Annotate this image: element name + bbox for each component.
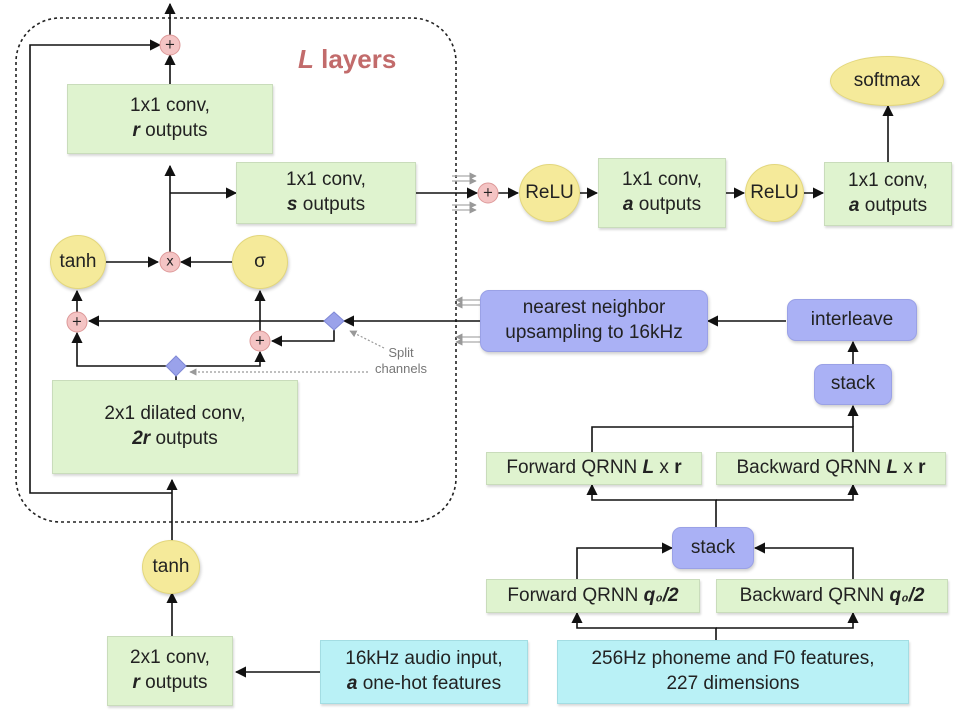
residual-conv-var: r	[132, 120, 140, 141]
backward-qrnn-top-r: r	[918, 457, 926, 479]
forward-qrnn-bottom-q: q₀/2	[643, 584, 679, 606]
forward-qrnn-top-L: L	[642, 457, 655, 479]
output-conv-1-var: a	[622, 194, 634, 215]
op-plus-right: +	[249, 330, 271, 352]
layers-title: L layers	[298, 44, 396, 75]
op-plus-output: +	[477, 182, 499, 204]
svg-text:+: +	[483, 186, 494, 201]
dilated-conv-box: 2x1 dilated conv, 2r outputs	[52, 380, 298, 474]
gate-tanh-label: tanh	[59, 250, 97, 272]
stack-bottom-label: stack	[690, 536, 736, 558]
interleave-box: interleave	[787, 299, 917, 341]
output-conv-2-suffix: outputs	[859, 195, 928, 216]
op-times: x	[159, 251, 181, 273]
gate-tanh-node: tanh	[50, 235, 106, 289]
upsampling-box: nearest neighbor upsampling to 16kHz	[480, 290, 708, 352]
svg-text:x: x	[166, 255, 174, 270]
other-layers-arrows	[452, 172, 480, 346]
output-conv-1-box: 1x1 conv, a outputs	[598, 158, 726, 228]
features-line2: 227 dimensions	[666, 673, 800, 694]
backward-qrnn-bottom-q: q₀/2	[889, 584, 925, 606]
input-conv-var: r	[132, 672, 140, 693]
input-conv-box: 2x1 conv, r outputs	[107, 636, 233, 706]
svg-text:+: +	[255, 334, 266, 349]
skip-conv-var: s	[286, 194, 298, 215]
output-conv-1-line1: 1x1 conv,	[622, 169, 702, 191]
dilated-conv-var: 2r	[132, 428, 151, 449]
gate-sigma-label: σ	[254, 250, 266, 272]
input-tanh-node: tanh	[142, 540, 200, 594]
dilated-conv-suffix: outputs	[150, 428, 218, 449]
interleave-label: interleave	[810, 308, 894, 330]
backward-qrnn-top-box: Backward QRNN L x r	[716, 452, 946, 485]
svg-text:+: +	[72, 315, 83, 330]
forward-qrnn-bottom-box: Forward QRNN q₀/2	[486, 579, 700, 613]
residual-conv-box: 1x1 conv, r outputs	[67, 84, 273, 154]
split-channels-note: Split channels	[366, 345, 436, 376]
residual-conv-suffix: outputs	[139, 120, 208, 141]
softmax-node: softmax	[830, 56, 944, 106]
split-note-line2: channels	[374, 360, 428, 376]
skip-conv-line1: 1x1 conv,	[286, 169, 366, 191]
dilated-conv-line1: 2x1 dilated conv,	[104, 403, 246, 425]
input-tanh-label: tanh	[152, 555, 190, 577]
residual-connection	[29, 39, 172, 494]
forward-qrnn-top-prefix: Forward QRNN	[506, 457, 643, 479]
audio-input-var: a	[346, 673, 358, 694]
output-conv-2-var: a	[848, 195, 860, 216]
split-note-line1: Split	[388, 345, 414, 360]
softmax-label: softmax	[853, 69, 921, 91]
forward-qrnn-top-box: Forward QRNN L x r	[486, 452, 702, 485]
forward-qrnn-top-x: x	[654, 457, 675, 479]
relu-1-node: ReLU	[519, 164, 580, 222]
layers-title-text: layers	[313, 44, 397, 74]
op-plus-top: +	[159, 34, 181, 56]
relu-2-node: ReLU	[745, 164, 804, 222]
backward-qrnn-top-prefix: Backward QRNN	[736, 457, 887, 479]
features-line1: 256Hz phoneme and F0 features,	[591, 648, 875, 670]
stack-top-label: stack	[830, 373, 876, 395]
relu-2-label: ReLU	[750, 181, 799, 203]
split-diamond-lower	[165, 355, 187, 377]
skip-conv-suffix: outputs	[297, 194, 366, 215]
stack-bottom-box: stack	[672, 527, 754, 569]
forward-qrnn-top-r: r	[674, 457, 682, 479]
stack-top-box: stack	[814, 364, 892, 405]
audio-input-suffix: one-hot features	[357, 673, 502, 694]
split-diamond-upper	[323, 311, 345, 331]
backward-qrnn-top-L: L	[886, 457, 899, 479]
output-conv-2-box: 1x1 conv, a outputs	[824, 162, 952, 226]
audio-input-line1: 16kHz audio input,	[345, 648, 503, 670]
upsampling-line2: upsampling to 16kHz	[505, 322, 683, 343]
svg-text:+: +	[165, 38, 176, 53]
skip-conv-box: 1x1 conv, s outputs	[236, 162, 416, 224]
upsampling-line1: nearest neighbor	[522, 297, 666, 319]
features-input-box: 256Hz phoneme and F0 features, 227 dimen…	[557, 640, 909, 704]
audio-input-box: 16kHz audio input, a one-hot features	[320, 640, 528, 704]
backward-qrnn-bottom-prefix: Backward QRNN	[739, 584, 890, 606]
relu-1-label: ReLU	[525, 181, 574, 203]
layers-count-symbol: L	[298, 44, 314, 74]
residual-conv-line1: 1x1 conv,	[130, 95, 210, 117]
backward-qrnn-top-x: x	[898, 457, 919, 479]
backward-qrnn-bottom-box: Backward QRNN q₀/2	[716, 579, 948, 613]
gate-sigma-node: σ	[232, 235, 288, 289]
forward-qrnn-bottom-prefix: Forward QRNN	[507, 584, 644, 606]
layer-block-outline	[15, 17, 457, 523]
input-conv-suffix: outputs	[139, 672, 208, 693]
output-conv-2-line1: 1x1 conv,	[848, 170, 928, 192]
input-conv-line1: 2x1 conv,	[130, 647, 210, 669]
output-conv-1-suffix: outputs	[633, 194, 702, 215]
op-plus-left: +	[66, 311, 88, 333]
